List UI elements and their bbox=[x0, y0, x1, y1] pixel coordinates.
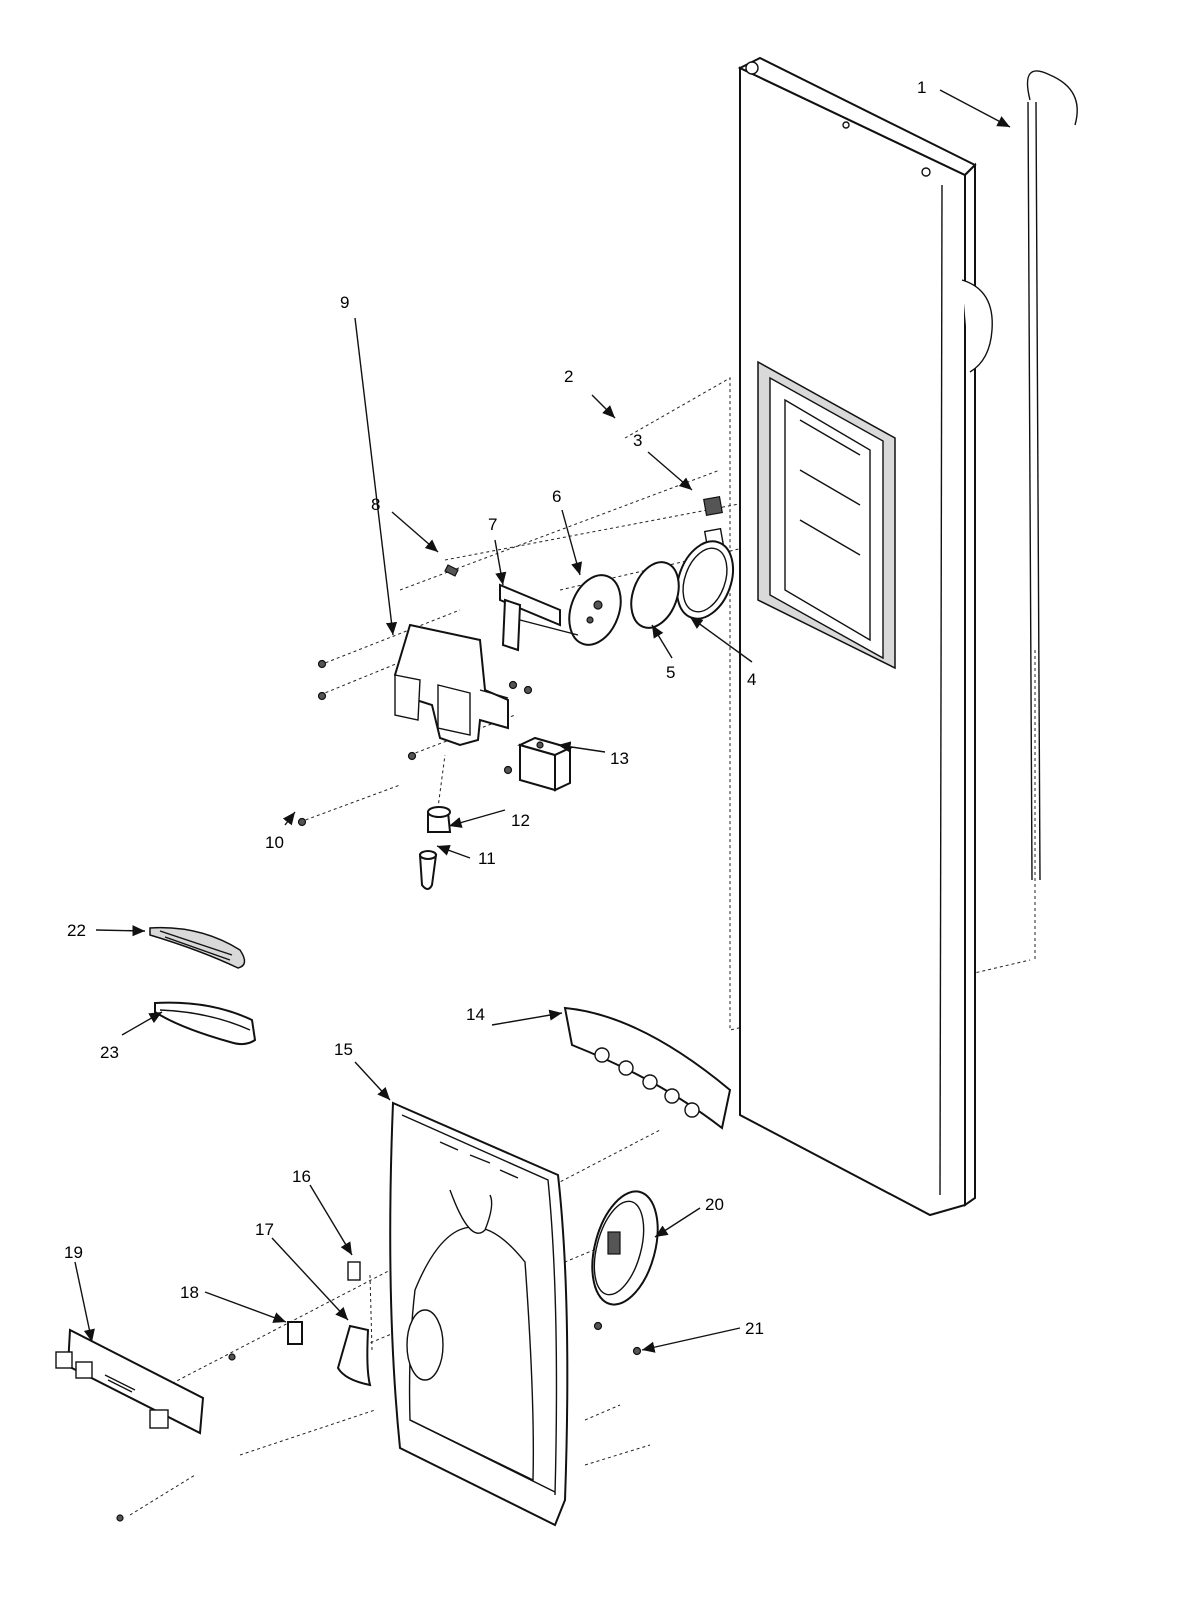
callout-18: 18 bbox=[180, 1283, 199, 1302]
dispenser-front bbox=[389, 1101, 569, 1527]
callout-14: 14 bbox=[466, 1005, 485, 1024]
callout-17: 17 bbox=[255, 1220, 274, 1239]
door-panel bbox=[737, 56, 993, 1217]
drip-grille bbox=[149, 926, 246, 969]
callout-13: 13 bbox=[610, 749, 629, 768]
pad-squares bbox=[703, 496, 725, 549]
callout-4: 4 bbox=[747, 670, 756, 689]
callout-5: 5 bbox=[666, 663, 675, 682]
screw-8 bbox=[444, 564, 459, 577]
callout-1: 1 bbox=[917, 78, 926, 97]
dispenser-housing bbox=[393, 623, 533, 747]
callout-23: 23 bbox=[100, 1043, 119, 1062]
callout-16: 16 bbox=[292, 1167, 311, 1186]
callout-6: 6 bbox=[552, 487, 561, 506]
switch-16 bbox=[347, 1261, 361, 1281]
callout-10: 10 bbox=[265, 833, 284, 852]
callout-11: 11 bbox=[478, 849, 496, 868]
control-overlay bbox=[563, 1006, 732, 1130]
control-board bbox=[55, 1328, 205, 1435]
lever-bracket bbox=[499, 583, 579, 652]
actuator bbox=[427, 806, 452, 833]
nozzle bbox=[418, 850, 438, 890]
callout-3: 3 bbox=[633, 431, 642, 450]
lens-disc bbox=[630, 561, 680, 629]
callout-19: 19 bbox=[64, 1243, 83, 1262]
callout-9: 9 bbox=[340, 293, 349, 312]
callout-7: 7 bbox=[488, 515, 497, 534]
small-screws bbox=[297, 659, 513, 827]
drip-tray bbox=[154, 1001, 257, 1046]
callout-8: 8 bbox=[371, 495, 380, 514]
callout-labels: 1 2 3 4 5 6 7 8 9 10 11 12 13 14 15 16 1… bbox=[64, 78, 926, 1338]
callout-21: 21 bbox=[745, 1319, 764, 1338]
callout-22: 22 bbox=[67, 921, 86, 940]
callout-2: 2 bbox=[564, 367, 573, 386]
water-tube bbox=[1026, 70, 1078, 881]
callout-15: 15 bbox=[334, 1040, 353, 1059]
light-housing bbox=[568, 574, 622, 646]
solenoid bbox=[517, 736, 573, 792]
screw-21 bbox=[116, 1321, 642, 1522]
micro-switch bbox=[287, 1321, 303, 1345]
callout-20: 20 bbox=[705, 1195, 724, 1214]
leader-lines bbox=[74, 89, 1011, 1353]
dispenser-lever bbox=[336, 1324, 372, 1387]
callout-12: 12 bbox=[511, 811, 530, 830]
led-housing bbox=[591, 1190, 659, 1306]
